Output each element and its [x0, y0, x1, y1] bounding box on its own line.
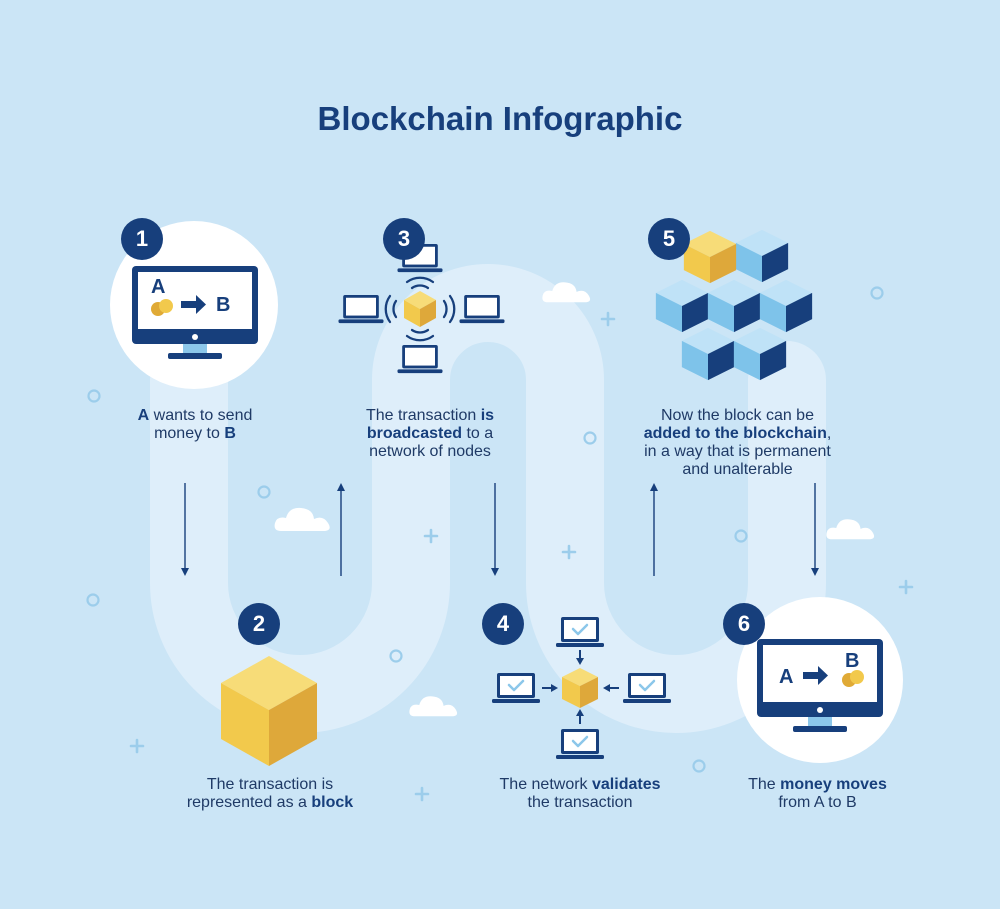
decorations	[86, 282, 914, 802]
step-1-caption: A wants to send money to B	[137, 407, 253, 442]
monitor-1-label-a: A	[151, 276, 166, 298]
step-4-badge: 4	[482, 603, 524, 645]
step-5-caption: Now the block can be added to the blockc…	[643, 407, 832, 478]
page-title: Blockchain Infographic	[317, 100, 683, 137]
monitor-6-label-b: B	[845, 650, 860, 672]
step-3-caption: The transaction is broadcasted to a netw…	[365, 407, 495, 460]
monitor-money-moves-icon	[737, 597, 903, 763]
step-1-badge: 1	[121, 218, 163, 260]
step-4-caption: The network validates the transaction	[499, 776, 661, 811]
monitor-a-to-b-icon	[110, 221, 278, 389]
step-3-badge: 3	[383, 218, 425, 260]
step-2-caption: The transaction is represented as a bloc…	[186, 776, 354, 811]
step-5-badge: 5	[648, 218, 690, 260]
monitor-1-label-b: B	[216, 294, 231, 316]
broadcast-network-icon	[338, 243, 505, 374]
flow-arrows	[181, 483, 819, 576]
step-6-badge: 6	[723, 603, 765, 645]
validation-network-icon	[492, 616, 671, 760]
step-2-badge: 2	[238, 603, 280, 645]
block-cube-icon	[221, 656, 317, 766]
monitor-6-label-a: A	[779, 666, 794, 688]
step-6-caption: The money moves from A to B	[748, 776, 887, 811]
